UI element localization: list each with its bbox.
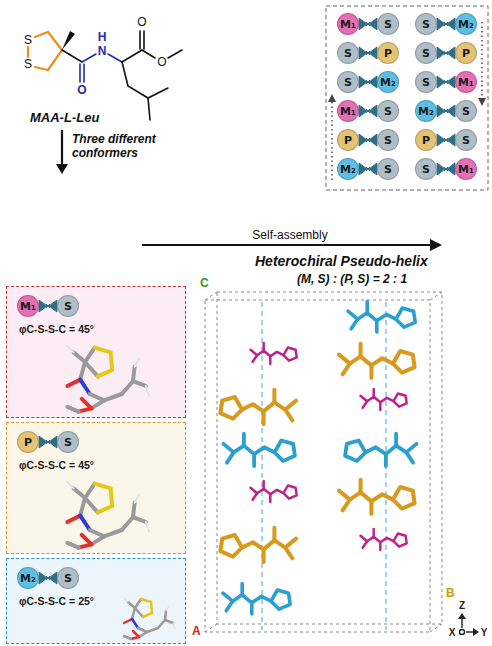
badge-letter: M₁ — [458, 164, 474, 175]
conformer-badge: S — [377, 13, 399, 35]
conformer-illustration — [6, 286, 186, 644]
conformer-panel: φC-S-S-C = 45° M₁ S — [6, 286, 186, 418]
atom-label: O — [137, 15, 146, 29]
conformer-badge: S — [377, 129, 399, 151]
conformer-badge: P — [337, 129, 359, 151]
result-title: Heterochiral Pseudo-helix — [255, 253, 428, 270]
conformer-badge: M₁ — [17, 295, 39, 317]
conformer-badge: S — [455, 100, 477, 122]
badge-letter: M₂ — [340, 164, 356, 175]
molecule-structure — [28, 31, 182, 120]
badge-letter: P — [422, 135, 430, 146]
badge-letter: S — [422, 77, 430, 88]
axis-letter: B — [446, 586, 455, 600]
badge-letter: S — [462, 106, 470, 117]
conformer-badge: M₁ — [337, 13, 359, 35]
compound-name: MAA-L-Leu — [30, 110, 99, 126]
conformer-badge: S — [455, 129, 477, 151]
badge-letter: S — [422, 48, 430, 59]
badge-letter: S — [462, 135, 470, 146]
axis-letter: X — [449, 627, 456, 639]
badge-letter: M₂ — [418, 106, 434, 117]
badge-letter: M₁ — [458, 77, 474, 88]
conformer-badge: M₁ — [455, 158, 477, 180]
badge-letter: P — [24, 437, 32, 448]
step-label: Three different conformers — [72, 132, 197, 161]
ratio-label: (M, S) : (P, S) = 2 : 1 — [297, 272, 407, 286]
badge-letter: M₁ — [340, 106, 356, 117]
badge-letter: M₁ — [20, 301, 36, 312]
conformer-badge: M₂ — [455, 13, 477, 35]
badge-letter: S — [384, 135, 392, 146]
atom-label: O — [157, 55, 166, 69]
conformer-badge: S — [57, 295, 79, 317]
badge-letter: S — [422, 164, 430, 175]
badge-letter: P — [462, 48, 470, 59]
conformer-panel: φC-S-S-C = 45° P S — [6, 422, 186, 554]
conformer-badge: S — [337, 71, 359, 93]
dihedral-angle: φC-S-S-C = 45° — [19, 323, 94, 336]
conformer-badge: S — [415, 42, 437, 64]
atom-label: N — [98, 44, 107, 58]
badge-letter: S — [344, 77, 352, 88]
conformer-badge: S — [377, 100, 399, 122]
stacking-scheme — [326, 6, 488, 190]
conformer-badge: M₁ — [337, 100, 359, 122]
badge-letter: M₁ — [340, 19, 356, 30]
axis-letter: Z — [459, 600, 465, 612]
badge-letter: S — [384, 164, 392, 175]
atom-label: S — [24, 33, 32, 47]
axis-letter: C — [200, 276, 209, 290]
axis-letter: A — [192, 624, 201, 638]
conformer-badge: S — [57, 567, 79, 589]
conformer-badge: S — [57, 431, 79, 453]
axis-letter: Y — [481, 627, 488, 639]
badge-letter: S — [384, 106, 392, 117]
dihedral-angle: φC-S-S-C = 45° — [19, 459, 94, 472]
badge-letter: M₂ — [380, 77, 396, 88]
conformer-badge: M₂ — [415, 100, 437, 122]
badge-letter: P — [384, 48, 392, 59]
conformer-panel: φC-S-S-C = 25° M₂ S — [6, 558, 186, 644]
conformer-badge: S — [415, 71, 437, 93]
conformer-badge: S — [337, 42, 359, 64]
badge-letter: P — [344, 135, 352, 146]
conformer-badge: M₁ — [455, 71, 477, 93]
conformer-badge: S — [415, 158, 437, 180]
badge-letter: S — [422, 19, 430, 30]
badge-letter: S — [64, 301, 72, 312]
conformer-badge: M₂ — [337, 158, 359, 180]
crystal-packing — [205, 292, 479, 636]
atom-label: O — [77, 83, 86, 97]
atom-label: S — [24, 57, 32, 71]
badge-letter: M₂ — [458, 19, 474, 30]
conformer-badge: P — [377, 42, 399, 64]
step-label: Self-assembly — [252, 228, 327, 242]
badge-letter: S — [344, 48, 352, 59]
atom-label: H — [98, 30, 107, 44]
badge-letter: S — [64, 573, 72, 584]
conformer-badge: P — [455, 42, 477, 64]
badge-letter: S — [64, 437, 72, 448]
conformer-badge: S — [415, 13, 437, 35]
conformer-badge: S — [377, 158, 399, 180]
conformer-badge: P — [415, 129, 437, 151]
conformer-badge: P — [17, 431, 39, 453]
badge-letter: S — [384, 19, 392, 30]
conformer-badge: M₂ — [17, 567, 39, 589]
conformer-badge: M₂ — [377, 71, 399, 93]
dihedral-angle: φC-S-S-C = 25° — [19, 595, 94, 608]
badge-letter: M₂ — [20, 573, 36, 584]
